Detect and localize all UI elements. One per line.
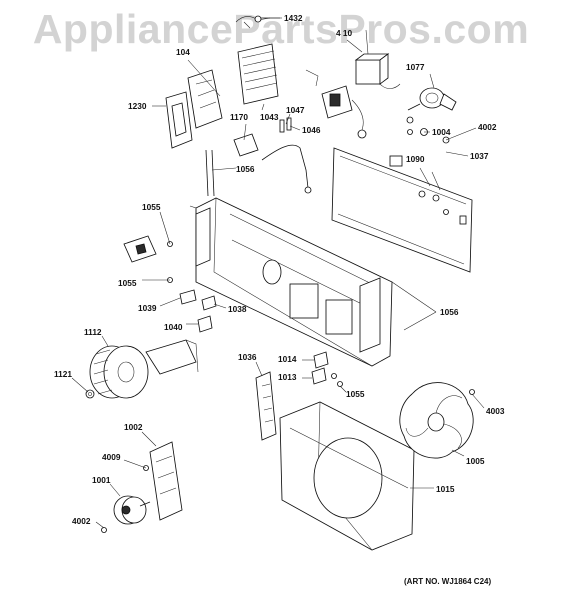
callout-1055-upper: 1055 — [142, 202, 161, 212]
motor-1077[interactable] — [407, 87, 457, 111]
callout-1046: 1046 — [302, 125, 321, 135]
callout-4009: 4009 — [102, 452, 121, 462]
callout-1112: 1112 — [84, 327, 102, 337]
callout-1230: 1230 — [128, 101, 147, 111]
callout-4003: 4003 — [486, 406, 505, 416]
callout-1001: 1001 — [92, 475, 111, 485]
shroud-1015[interactable] — [279, 401, 415, 551]
callout-1170: 1170 — [230, 112, 248, 122]
wire-harness-1432[interactable] — [235, 15, 280, 29]
callout-1090: 1090 — [406, 154, 425, 164]
callout-1055-middle: 1055 — [118, 278, 137, 288]
part-1038[interactable] — [201, 295, 217, 311]
callout-1432: 1432 — [284, 13, 303, 23]
leader-lines — [71, 17, 485, 529]
callout-1056-lower: 1056 — [440, 307, 459, 317]
callout-1047: 1047 — [286, 105, 305, 115]
callout-1014: 1014 — [278, 354, 297, 364]
clip-4003[interactable] — [469, 389, 475, 395]
fan-blade-1005[interactable] — [399, 382, 474, 459]
part-1039[interactable] — [179, 289, 197, 305]
callout-1036: 1036 — [238, 352, 257, 362]
callout-1121: 1121 — [54, 369, 72, 379]
switch-4010[interactable] — [346, 29, 401, 89]
motor-1001[interactable] — [113, 495, 151, 525]
chassis-left-end[interactable] — [195, 207, 211, 267]
callout-1002: 1002 — [124, 422, 143, 432]
callout-1037: 1037 — [470, 151, 489, 161]
callout-1004: 1004 — [432, 127, 451, 137]
pins-1047-1046[interactable] — [279, 117, 292, 133]
tube-assembly[interactable] — [261, 144, 312, 194]
callout-1013: 1013 — [278, 372, 297, 382]
part-1014[interactable] — [313, 351, 329, 369]
bracket-1036[interactable] — [255, 371, 277, 441]
callout-1015: 1015 — [436, 484, 455, 494]
callout-1043: 1043 — [260, 112, 279, 122]
callout-1040: 1040 — [164, 322, 183, 332]
bracket-1041[interactable] — [187, 69, 223, 129]
callout-1041: 104 — [176, 47, 190, 57]
filter-frame-1230[interactable] — [165, 91, 193, 149]
part-1013[interactable] — [311, 367, 327, 385]
part-1040[interactable] — [197, 315, 213, 333]
filter-1043[interactable] — [237, 43, 279, 105]
drain-tray[interactable] — [145, 339, 199, 375]
screws-1004-4002[interactable] — [406, 116, 450, 144]
bracket-1170[interactable] — [233, 133, 259, 157]
screws-1055-right[interactable] — [331, 373, 343, 387]
blower-wheel-1112[interactable] — [89, 345, 149, 399]
chassis-1056[interactable] — [189, 197, 393, 367]
callout-1038: 1038 — [228, 304, 247, 314]
screw-1055-left[interactable] — [167, 241, 173, 283]
callout-1005: 1005 — [466, 456, 485, 466]
motor-bracket-1002[interactable] — [149, 441, 183, 521]
callout-labels: 1432 4 10 104 1077 1230 1170 1043 1047 1… — [54, 13, 505, 526]
screw-4002-lower[interactable] — [101, 527, 107, 533]
callout-1055-lower: 1055 — [346, 389, 365, 399]
valve-assembly[interactable] — [305, 69, 367, 139]
callout-4010: 4 10 — [336, 28, 353, 38]
left-tube[interactable] — [205, 149, 215, 197]
control-panel[interactable] — [331, 147, 473, 273]
art-number: (ART NO. WJ1864 C24) — [404, 577, 492, 586]
callout-4002-lower: 4002 — [72, 516, 91, 526]
callout-1056-upper: 1056 — [236, 164, 255, 174]
clip-1055-upper[interactable] — [123, 235, 157, 263]
callout-4002-top: 4002 — [478, 122, 497, 132]
callout-1077: 1077 — [406, 62, 425, 72]
callout-1039: 1039 — [138, 303, 157, 313]
